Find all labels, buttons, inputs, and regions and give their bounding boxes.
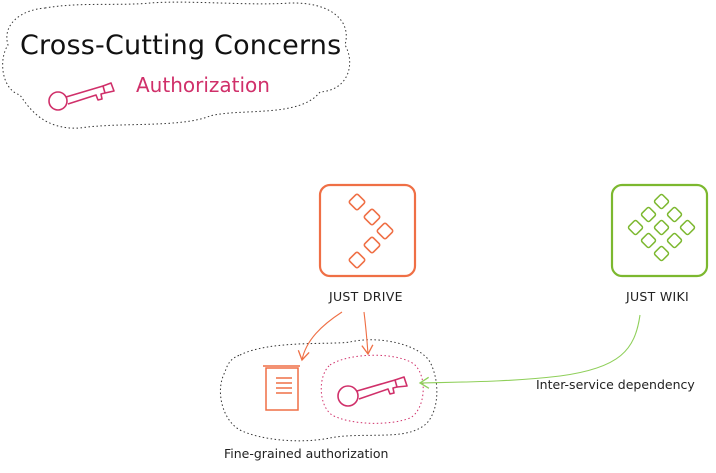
- fine-grained-cloud: [219, 339, 438, 442]
- drive-node-label: JUST DRIVE: [329, 289, 403, 304]
- key-icon: [337, 376, 408, 407]
- drive-logo-box: [318, 183, 417, 278]
- title-cloud: [2, 1, 351, 129]
- wiki-to-auth-arrow: [418, 314, 641, 389]
- wiki-logo-box: [610, 183, 709, 278]
- drive-to-auth-arrow: [361, 311, 374, 356]
- wiki-logo-icon: [627, 193, 696, 262]
- drive-logo-icon: [348, 193, 394, 269]
- diagram-title: Cross-Cutting Concerns: [20, 30, 342, 61]
- document-icon: [263, 365, 300, 411]
- fine-grained-group-label: Fine-grained authorization: [224, 446, 389, 461]
- key-icon: [48, 82, 115, 111]
- auth-service-boundary: [320, 354, 424, 424]
- drive-to-document-arrow: [297, 311, 343, 362]
- diagram-subtitle: Authorization: [136, 73, 270, 97]
- wiki-node-label: JUST WIKI: [626, 289, 690, 304]
- dependency-edge-label: Inter-service dependency: [536, 377, 695, 392]
